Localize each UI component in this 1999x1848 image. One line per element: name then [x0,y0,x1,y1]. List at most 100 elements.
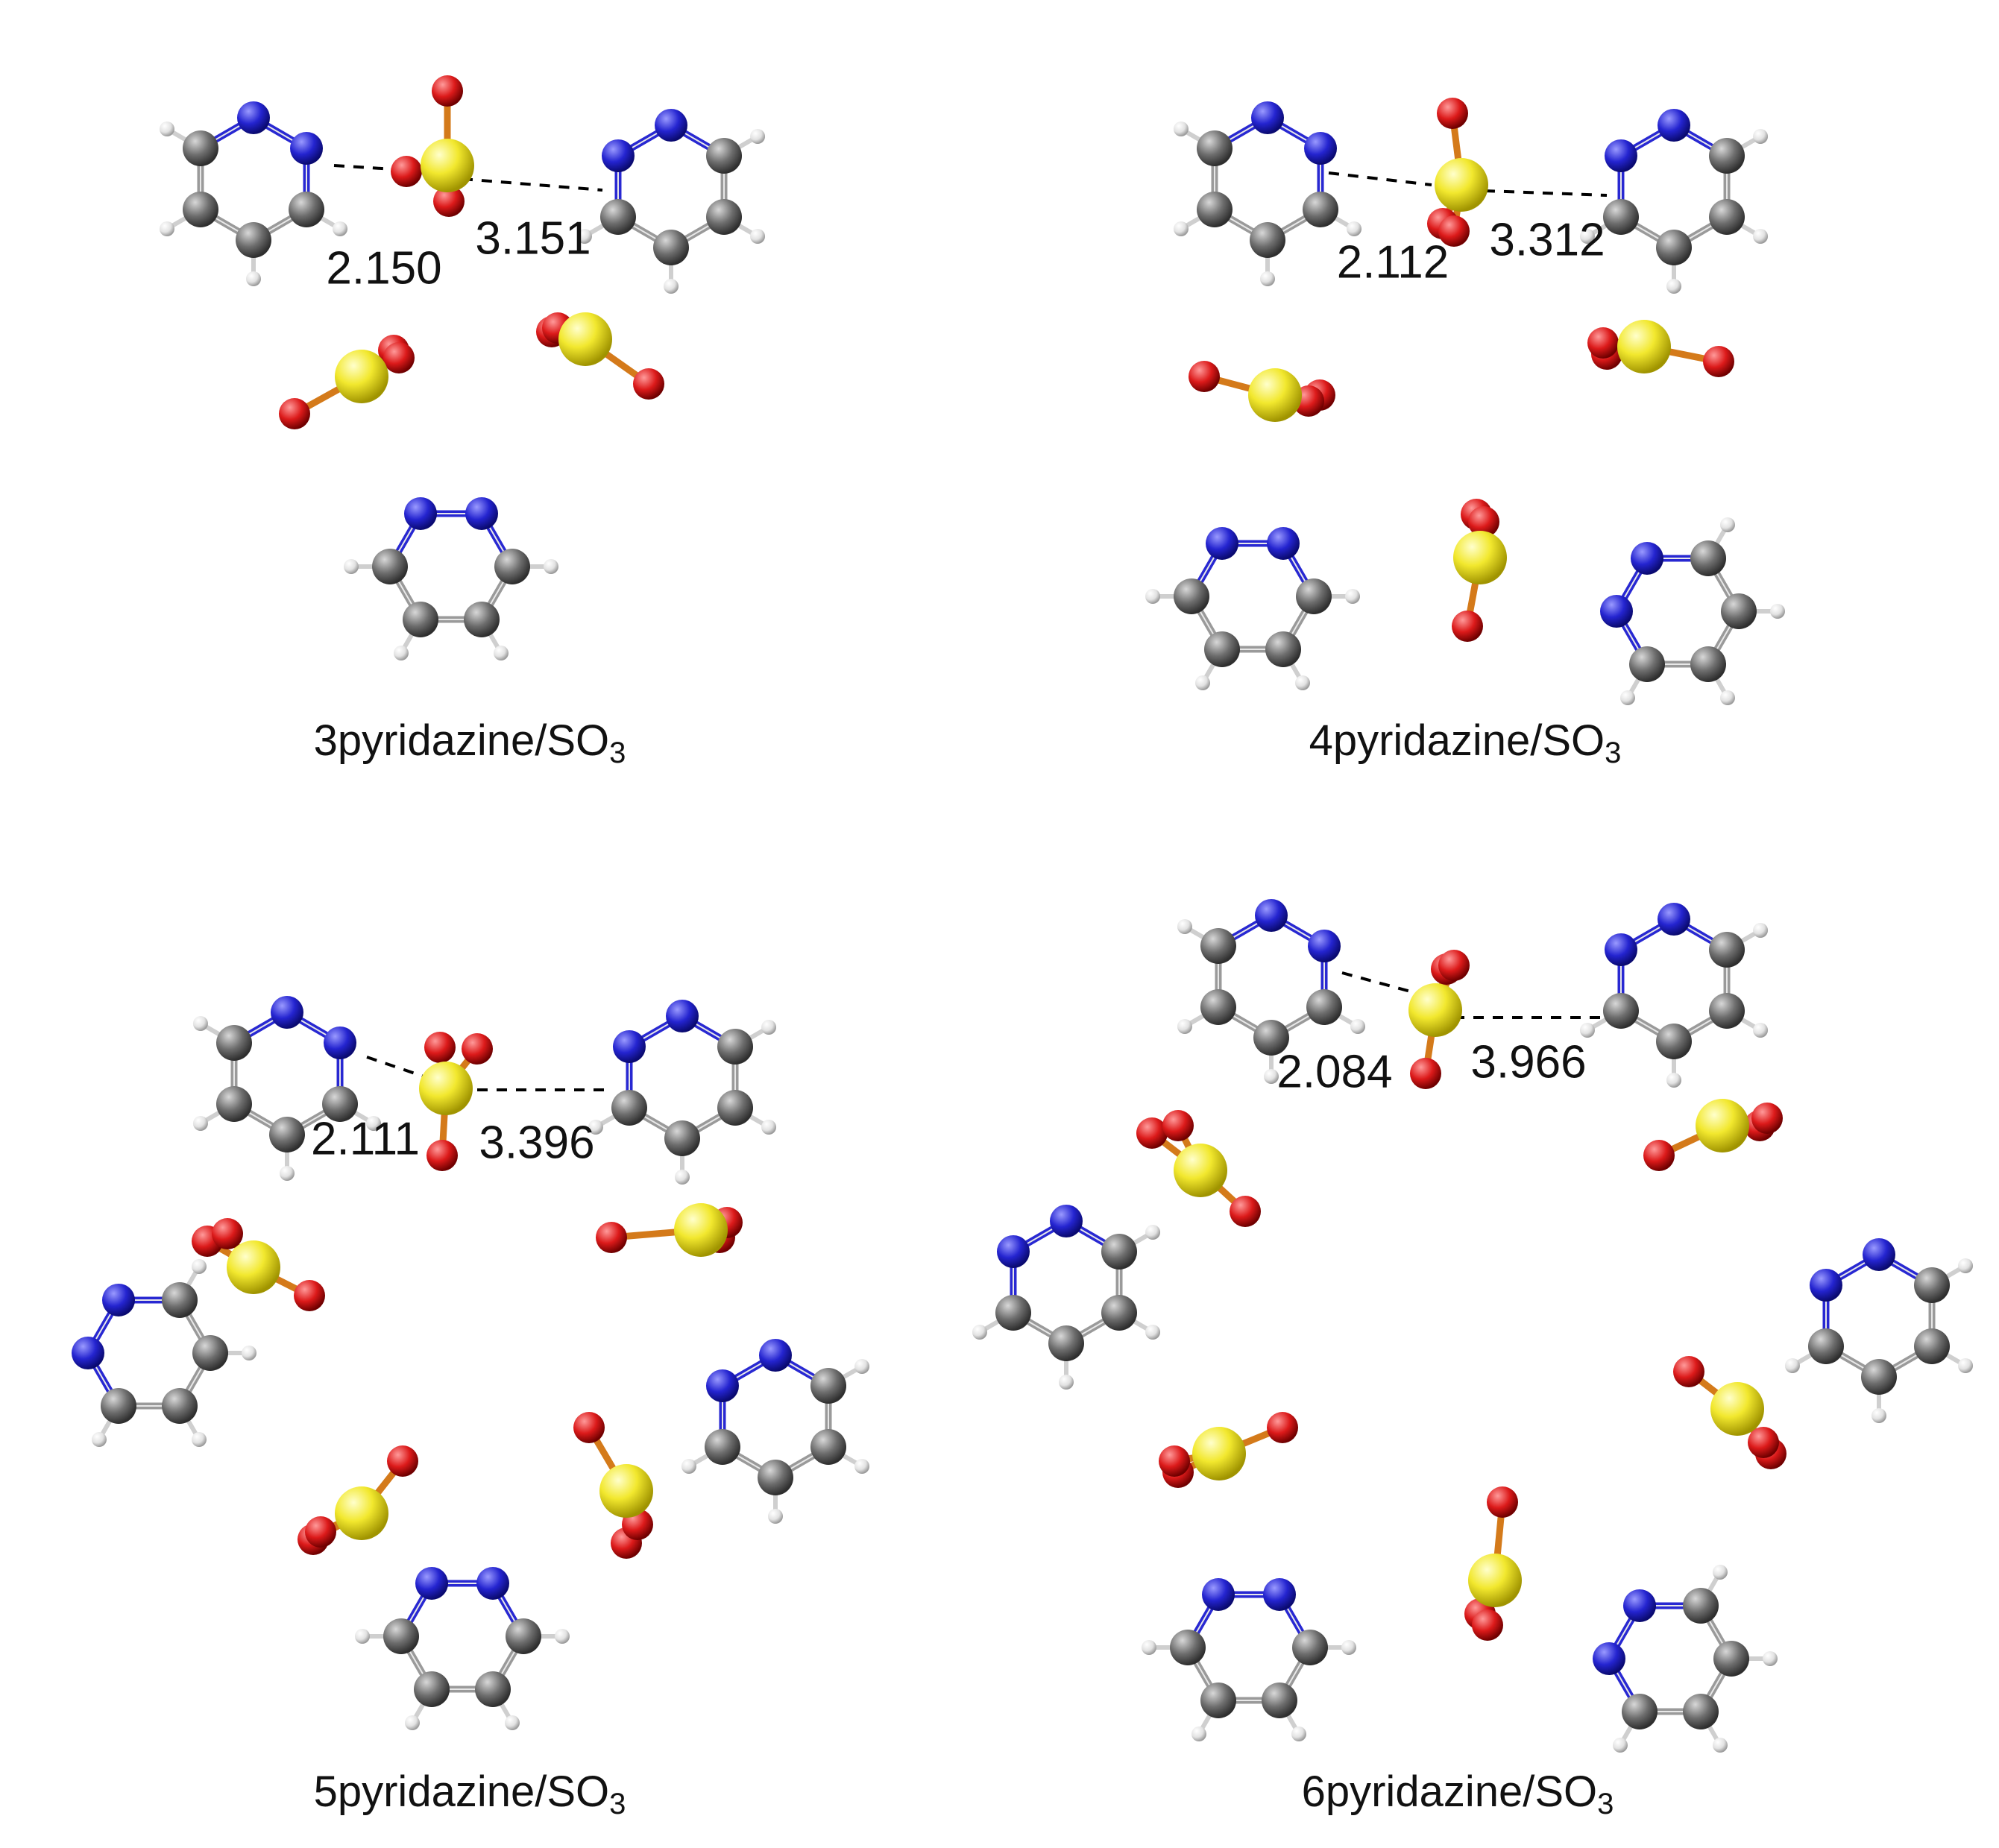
nitrogen-atom [1308,930,1341,962]
carbon-atom [1200,928,1236,964]
sulfur-atom [1453,531,1507,584]
oxygen-atom [383,342,415,373]
oxygen-atom [462,1033,493,1065]
carbon-atom [1709,138,1745,174]
carbon-atom [717,1090,754,1126]
hydrogen-atom [675,1170,690,1185]
carbon-atom [101,1388,136,1425]
carbon-atom [322,1086,359,1122]
carbon-atom [717,1029,754,1065]
oxygen-atom [387,1445,418,1477]
oxygen-atom [1267,1412,1298,1443]
oxygen-atom [1438,215,1470,247]
carbon-atom [995,1295,1031,1331]
carbon-atom [664,1120,700,1156]
oxygen-atom [305,1516,336,1548]
hydrogen-atom [1345,589,1360,604]
hydrogen-atom [1753,129,1769,144]
carbon-atom [1914,1267,1951,1303]
hydrogen-atom [664,279,679,294]
nitrogen-atom [1623,1589,1656,1622]
carbon-atom [1709,199,1745,235]
hydrogen-atom [1142,1640,1156,1655]
oxygen-atom [1159,1445,1190,1477]
hydrogen-atom [1145,1225,1161,1240]
nitrogen-atom [1267,526,1300,560]
nitrogen-atom [290,132,324,165]
nitrogen-atom [1604,933,1637,966]
hydrogen-atom [344,559,359,574]
carbon-atom [383,1618,419,1654]
intermolecular-contact-dashed [462,177,603,192]
carbon-atom [506,1618,541,1654]
carbon-atom [494,549,530,584]
hydrogen-atom [355,1629,370,1644]
carbon-atom [704,1429,740,1465]
hydrogen-atom [1350,1019,1366,1034]
hydrogen-atom [1191,1726,1206,1742]
hydrogen-atom [1713,1564,1728,1580]
nitrogen-atom [1263,1577,1296,1611]
hydrogen-atom [1958,1358,1974,1373]
hydrogen-atom [394,646,409,661]
sulfur-atom [1617,320,1671,373]
carbon-atom [653,230,689,265]
oxygen-atom [294,1280,325,1311]
carbon-atom [162,1388,198,1425]
carbon-atom [1709,993,1745,1029]
hydrogen-atom [1145,1325,1161,1340]
carbon-atom [1204,631,1240,668]
oxygen-atom [426,1140,458,1171]
sulfur-atom [1435,158,1488,212]
carbon-atom [1170,1630,1206,1665]
oxygen-atom [1189,361,1220,392]
carbon-atom [1721,593,1757,629]
hydrogen-atom [750,129,766,144]
hydrogen-atom [192,1016,208,1031]
nitrogen-atom [271,996,303,1029]
carbon-atom [810,1368,847,1404]
sulfur-atom [558,312,612,366]
sulfur-atom [674,1203,728,1257]
nitrogen-atom [759,1339,792,1372]
oxygen-atom [1437,98,1468,129]
hydrogen-atom [854,1359,870,1374]
carbon-atom [162,1281,198,1318]
oxygen-atom [391,156,422,187]
oxygen-atom [432,75,463,107]
atoms-layer [72,75,1974,1753]
carbon-atom [192,1335,228,1371]
hydrogen-atom [1195,675,1210,691]
oxygen-atom [1410,1058,1441,1089]
sulfur-atom [419,1062,473,1115]
oxygen-atom [1703,346,1734,377]
oxygen-atom [212,1218,243,1249]
hydrogen-atom [1145,589,1160,604]
carbon-atom [1265,631,1301,668]
oxygen-atom [633,368,664,400]
nitrogen-atom [1631,541,1663,575]
hydrogen-atom [1666,279,1681,294]
oxygen-atom [1162,1110,1194,1141]
nitrogen-atom [1202,1577,1235,1611]
oxygen-atom [279,398,310,429]
hydrogen-atom [1763,1651,1778,1666]
carbon-atom [269,1117,305,1152]
carbon-atom [403,602,438,638]
hydrogen-atom [1620,690,1635,706]
carbon-atom [1262,1683,1297,1719]
carbon-atom [414,1671,450,1708]
hydrogen-atom [1958,1258,1974,1273]
intermolecular-contact-dashed [1328,171,1432,186]
hydrogen-atom [1720,690,1735,706]
oxygen-atom [1136,1117,1168,1149]
oxygen-atom [1673,1356,1704,1387]
oxygen-atom [1643,1140,1675,1171]
hydrogen-atom [505,1715,520,1731]
nitrogen-atom [1304,132,1338,165]
hydrogen-atom [1770,604,1785,619]
hydrogen-atom [1177,1019,1192,1034]
carbon-atom [1292,1630,1328,1665]
carbon-atom [372,549,408,584]
hydrogen-atom [544,559,558,574]
